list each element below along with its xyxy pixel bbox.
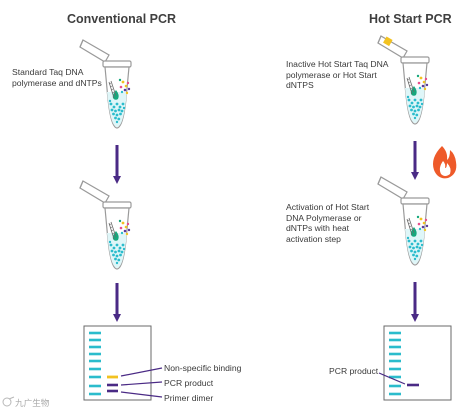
activation-label: Activation of Hot Start DNA Polymerase o… xyxy=(286,202,369,244)
hot-start-pcr-product-label: PCR product xyxy=(329,366,379,376)
activation-label-line: dNTPs with heat xyxy=(286,223,350,234)
inactive-hot-start-label-line: polymerase or Hot Start xyxy=(286,69,377,80)
watermark-logo-icon xyxy=(2,396,15,407)
standard-taq-label-line: Standard Taq DNA xyxy=(12,67,84,77)
inactive-hot-start-label-line: Inactive Hot Start Taq DNA xyxy=(286,59,389,69)
pcr-product-label: PCR product xyxy=(164,378,214,388)
pcr-tube-icon xyxy=(79,180,132,270)
pcr-tube-icon xyxy=(377,176,430,266)
inactive-hot-start-label-line: dNTPS xyxy=(286,80,314,91)
conventional-pcr-title: Conventional PCR xyxy=(67,12,177,26)
hot-start-pcr-title: Hot Start PCR xyxy=(369,12,452,26)
standard-taq-label-line: polymerase and dNTPs xyxy=(12,77,102,88)
activation-label-line: Activation of Hot Start xyxy=(286,202,370,212)
watermark-text: 九广生物 xyxy=(15,398,50,408)
primer-dimer-label: Primer dimer xyxy=(164,393,214,403)
pcr-product-pointer xyxy=(378,372,406,385)
gel-icon xyxy=(383,325,452,401)
hot-start-seal-icon xyxy=(383,36,393,47)
activation-label-line: activation step xyxy=(286,233,341,244)
activation-label-line: DNA Polymerase or xyxy=(286,212,362,223)
non-specific-binding-label: Non-specific binding xyxy=(164,363,242,373)
inactive-hot-start-label: Inactive Hot Start Taq DNA polymerase or… xyxy=(286,59,389,91)
gel-icon xyxy=(83,325,152,401)
standard-taq-label: Standard Taq DNA polymerase and dNTPs xyxy=(12,67,102,88)
flame-icon xyxy=(433,146,457,179)
